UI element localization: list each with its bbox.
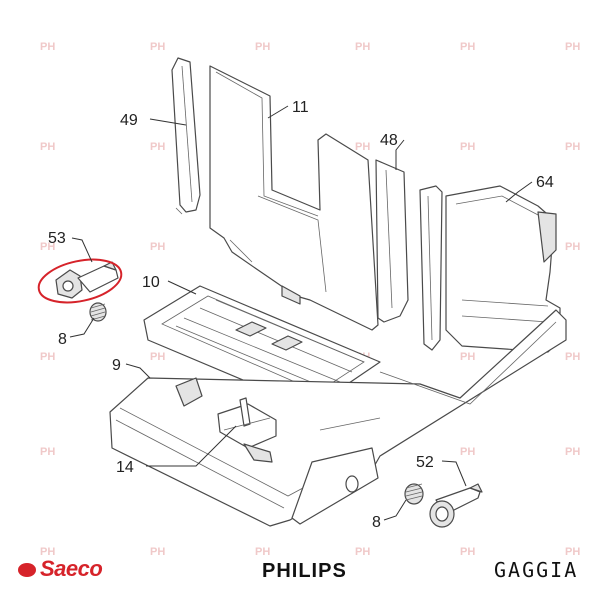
- watermark-mark: PH: [565, 351, 580, 363]
- watermark-mark: PH: [460, 351, 475, 363]
- saeco-wordmark: Saeco: [40, 556, 103, 581]
- callout-14: 14: [116, 459, 134, 476]
- part-53-highlight-ring: [37, 258, 123, 304]
- watermark-mark: PH: [565, 546, 580, 558]
- saeco-logo: Saeco: [18, 556, 103, 582]
- part-49-rail: [171, 57, 201, 215]
- callout-52: 52: [416, 454, 434, 471]
- watermark-mark: PH: [460, 446, 475, 458]
- philips-logo: PHILIPS: [262, 560, 347, 583]
- watermark-mark: PH: [150, 241, 165, 253]
- watermark-mark: PH: [565, 141, 580, 153]
- watermark-mark: PH: [40, 41, 55, 53]
- philips-wordmark: PHILIPS: [262, 560, 347, 582]
- saeco-logo-mark: [18, 563, 36, 578]
- watermark-mark: PH: [565, 241, 580, 253]
- callout-49: 49: [120, 112, 138, 129]
- gaggia-logo: GAGGIA: [494, 558, 578, 582]
- watermark-mark: PH: [355, 41, 370, 53]
- watermark-mark: PH: [355, 546, 370, 558]
- watermark-mark: PH: [460, 546, 475, 558]
- callout-8-lower: 8: [372, 514, 381, 531]
- watermark-mark: PH: [150, 41, 165, 53]
- watermark-mark: PH: [460, 41, 475, 53]
- watermark-mark: PH: [150, 351, 165, 363]
- watermark-mark: PH: [40, 446, 55, 458]
- part-14-valve: [217, 397, 277, 463]
- callout-48: 48: [380, 132, 398, 149]
- watermark-mark: PH: [565, 446, 580, 458]
- watermark-mark: PH: [255, 546, 270, 558]
- watermark-mark: PH: [40, 141, 55, 153]
- part-52-knob: [429, 483, 483, 528]
- part-48-column: [375, 159, 443, 351]
- watermark-mark: PH: [565, 41, 580, 53]
- callout-11: 11: [292, 99, 309, 116]
- callout-8-upper: 8: [58, 331, 67, 348]
- watermark-mark: PH: [255, 41, 270, 53]
- callout-64: 64: [536, 174, 554, 191]
- watermark-mark: PH: [460, 141, 475, 153]
- watermark-mark: PH: [355, 141, 370, 153]
- callout-labels: 49 11 48 64 53 10 8 9 14 52 8: [48, 99, 554, 531]
- watermark-mark: PH: [40, 241, 55, 253]
- part-8-spring-lower: [404, 483, 424, 505]
- gaggia-wordmark: GAGGIA: [494, 558, 579, 582]
- part-11-panel: [209, 65, 379, 331]
- part-64-container: [445, 185, 561, 353]
- callout-9: 9: [112, 357, 121, 374]
- watermark-mark: PH: [40, 546, 55, 558]
- callout-53: 53: [48, 230, 66, 247]
- callout-10: 10: [142, 274, 160, 291]
- part-53-latch: [55, 261, 119, 299]
- part-9-drip-tray: [109, 309, 567, 527]
- watermark-mark: PH: [40, 351, 55, 363]
- watermark-mark: PH: [150, 546, 165, 558]
- watermark-mark: PH: [150, 141, 165, 153]
- part-8-spring-upper: [89, 302, 107, 322]
- leader-lines: [69, 105, 533, 521]
